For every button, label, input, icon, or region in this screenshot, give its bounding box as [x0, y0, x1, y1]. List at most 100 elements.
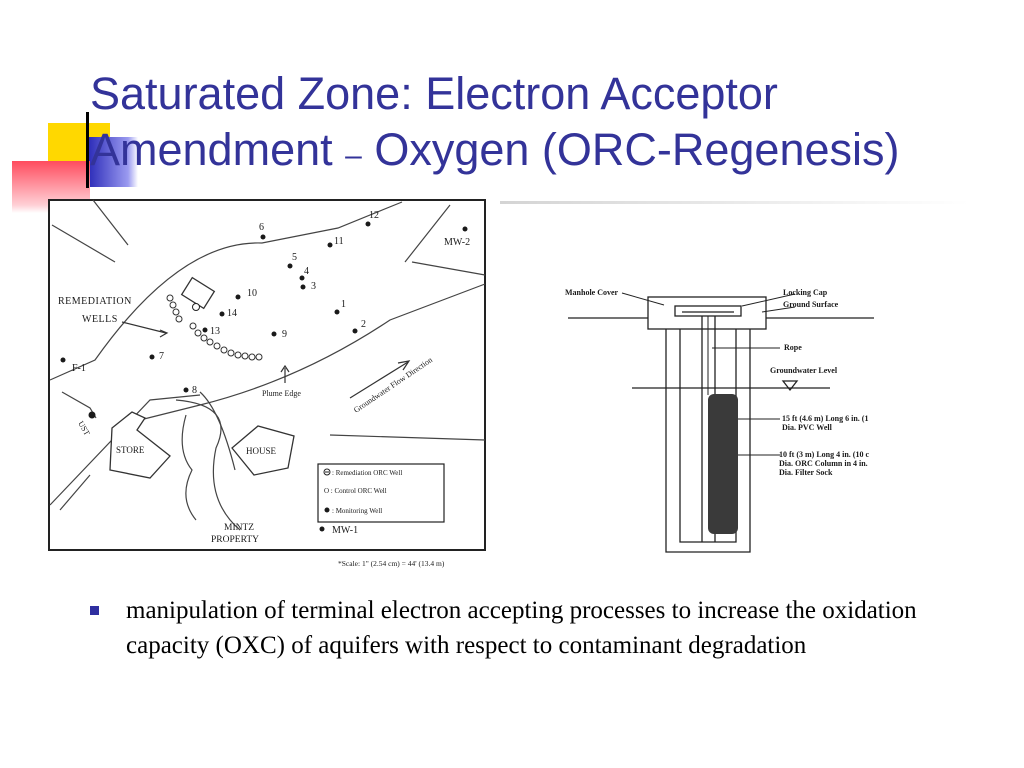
monitoring-well [235, 294, 241, 300]
road-line [59, 474, 91, 511]
well-labels: 12 11 6 5 4 3 10 14 13 9 1 2 7 8 [159, 210, 379, 396]
well-label-8: 8 [192, 385, 197, 396]
monitoring-well [365, 221, 371, 227]
remediation-wells [166, 294, 263, 361]
remediation-well [227, 349, 235, 357]
well-label-10: 10 [247, 288, 257, 299]
remediation-arrow-head [159, 329, 169, 338]
site-map-legend: : Remediation ORC Well O : Control ORC W… [317, 463, 445, 523]
bullet-item: manipulation of terminal electron accept… [90, 593, 990, 663]
road-line [92, 199, 129, 246]
store-label: STORE [116, 445, 145, 455]
plume-edge-arrow-head [280, 364, 290, 373]
flow-arrow-head [397, 360, 411, 371]
curve-line [199, 391, 236, 471]
monitoring-well [352, 328, 358, 334]
curve-line [181, 414, 197, 521]
well-section: Manhole Cover Locking Cap Ground Surface… [565, 288, 874, 553]
house-label: HOUSE [246, 446, 277, 456]
decor-blue-square [88, 137, 138, 187]
locking-cap-label: Locking Cap [783, 288, 828, 297]
pvc-label-line-1: 15 ft (4.6 m) Long 6 in. (1 [782, 414, 868, 423]
remediation-wells-label-line-1: REMEDIATION [58, 296, 132, 307]
orc-label-line-3: Dia. Filter Sock [779, 468, 833, 477]
rope-label: Rope [784, 343, 802, 352]
well-label-4: 4 [304, 266, 309, 277]
manhole-leader [621, 292, 665, 306]
bullet-text: manipulation of terminal electron accept… [126, 597, 917, 659]
well-label-14: 14 [227, 308, 237, 319]
remediation-well [234, 351, 242, 359]
plume-edge-label: Plume Edge [262, 389, 301, 398]
well-label-12: 12 [369, 210, 379, 221]
monitoring-well [260, 234, 266, 240]
orc-label-line-1: 10 ft (3 m) Long 4 in. (10 c [779, 450, 869, 459]
decor-horizontal-line [500, 201, 970, 204]
remediation-well [169, 301, 177, 309]
remediation-well [189, 322, 197, 330]
remediation-well [255, 353, 263, 361]
road-line [49, 394, 201, 506]
remediation-wells-label-line-2: WELLS [82, 314, 118, 325]
groundwater-level-marker [781, 380, 799, 392]
bullet-list: manipulation of terminal electron accept… [90, 593, 990, 663]
property-label-line-2: PROPERTY [211, 535, 259, 545]
monitoring-well [60, 357, 66, 363]
monitoring-well [299, 275, 305, 281]
remediation-well [194, 329, 202, 337]
remediation-arrow [121, 321, 167, 334]
remediation-well [241, 352, 249, 360]
well-label-5: 5 [292, 252, 297, 263]
monitoring-wells [60, 221, 468, 532]
groundwater-level-label: Groundwater Level [770, 366, 838, 375]
remediation-well [200, 334, 208, 342]
road-line [329, 434, 486, 441]
remediation-well [220, 346, 228, 354]
f1-label: F-1 [72, 363, 86, 374]
monitoring-well [300, 284, 306, 290]
well-label-1: 1 [341, 299, 346, 310]
site-map-arrows [121, 321, 411, 399]
site-map-lines [49, 199, 486, 531]
flow-arrow [349, 361, 409, 399]
site-map: 12 11 6 5 4 3 10 14 13 9 1 2 7 8 REMEDIA… [48, 199, 486, 568]
decor-vertical-line [86, 112, 89, 188]
pvc-label-line-2: Dia. PVC Well [782, 423, 833, 432]
road-line [411, 261, 486, 276]
legend-control: O : Control ORC Well [324, 487, 387, 495]
monitoring-well [287, 263, 293, 269]
legend-box [317, 463, 445, 523]
monitoring-well [327, 242, 333, 248]
mw2-label: MW-2 [444, 237, 470, 248]
monitoring-well [202, 327, 208, 333]
remediation-well [166, 294, 174, 302]
well-label-2: 2 [361, 319, 366, 330]
bullet-square-icon [90, 606, 99, 615]
monitoring-well [334, 309, 340, 315]
well-label-13: 13 [210, 326, 220, 337]
manhole-cover-label: Manhole Cover [565, 288, 619, 297]
well-section-labels: Manhole Cover Locking Cap Ground Surface… [565, 288, 869, 477]
locking-cap [674, 305, 742, 317]
well-label-11: 11 [334, 236, 344, 247]
locking-cap-leader [741, 293, 796, 307]
title-line-2-end: Oxygen (ORC-Regenesis) [361, 124, 900, 175]
legend-monitoring: : Monitoring Well [332, 507, 382, 515]
store-building [109, 411, 171, 479]
monitoring-well [319, 526, 325, 532]
monitoring-well [219, 311, 225, 317]
orc-label-line-2: Dia. ORC Column in 4 in. [779, 459, 868, 468]
well-label-3: 3 [311, 281, 316, 292]
remediation-well [213, 342, 221, 350]
well-label-9: 9 [282, 329, 287, 340]
ground-surface-leader [761, 306, 796, 313]
small-building [180, 276, 216, 310]
road-line [404, 204, 451, 263]
curve-line [175, 399, 241, 531]
legend-remediation: : Remediation ORC Well [332, 469, 402, 477]
monitoring-symbol-icon [324, 507, 330, 513]
monitoring-well [271, 331, 277, 337]
ust-marker [88, 411, 96, 419]
title-line-1: Saturated Zone: Electron Acceptor [90, 68, 778, 119]
well-label-6: 6 [259, 222, 264, 233]
